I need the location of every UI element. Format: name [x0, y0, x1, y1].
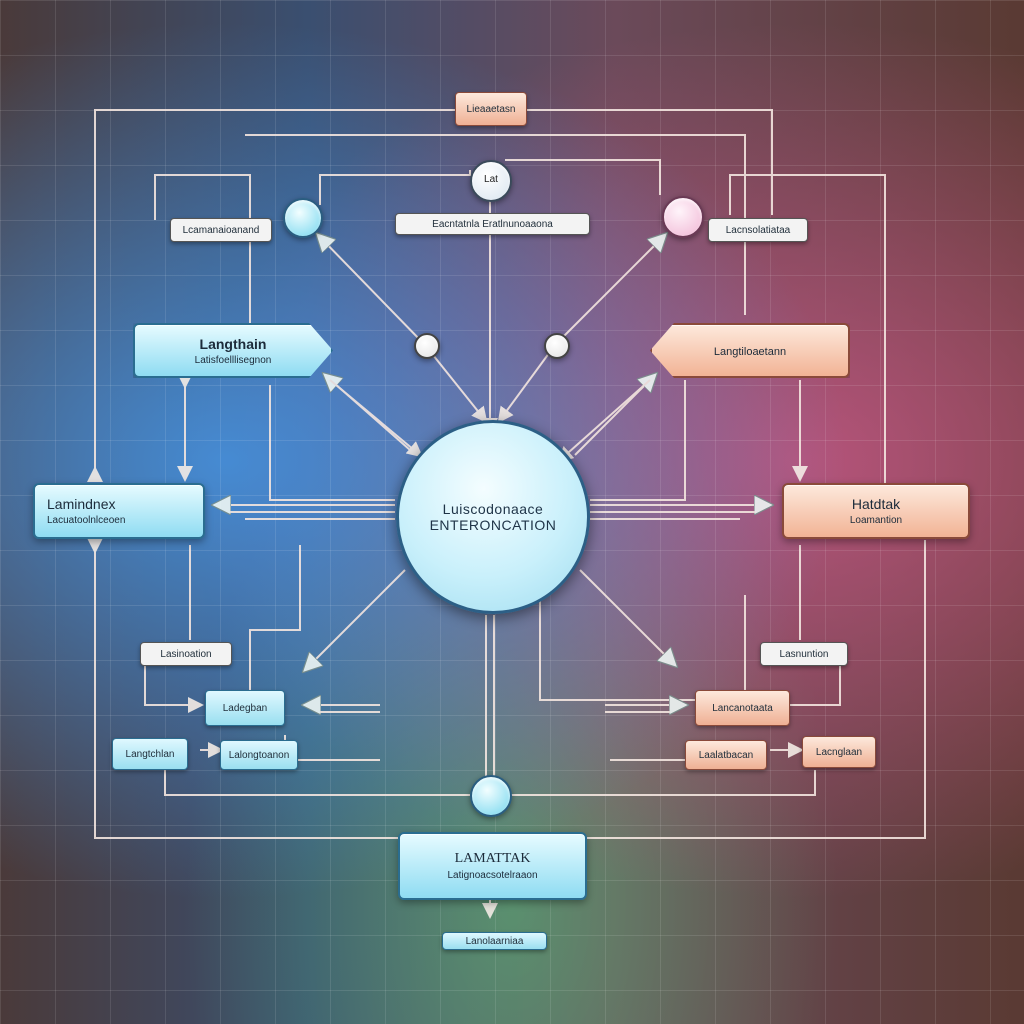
bottom-node[interactable] [470, 775, 512, 817]
central-node-line2: ENTERONCATION [429, 517, 557, 533]
lamindnex-title: Lamindnex [47, 496, 116, 512]
left-low-pill-2[interactable]: Lalongtoanon [220, 740, 298, 770]
langchain-subtitle: Latisfoelllisegnon [194, 354, 272, 366]
right-low-pill-1[interactable]: Laalatbacan [685, 740, 767, 770]
right-junction-node[interactable] [544, 333, 570, 359]
right-small-box[interactable]: Lancanotaata [695, 690, 790, 726]
lamindnex-subtitle: Lacuatoolnlceoen [47, 515, 126, 526]
center-label-pill[interactable]: Eacntatnla Eratlnunoaaona [395, 213, 590, 235]
hatdtak-box[interactable]: Hatdtak Loamantion [782, 483, 970, 539]
top-label-pill[interactable]: Lieaaetasn [455, 92, 527, 126]
lamatak-title: LAMATTAK [454, 851, 531, 866]
right-upper-node[interactable] [662, 196, 704, 238]
hatdtak-title: Hatdtak [851, 496, 901, 512]
left-upper-node[interactable] [283, 198, 323, 238]
lamatak-box[interactable]: LAMATTAK Latignoacsotelraaon [398, 832, 587, 900]
lamatak-subtitle: Latignoacsotelraaon [447, 870, 538, 881]
right-low-pill-2[interactable]: Lacnglaan [802, 736, 876, 768]
langchain-title: Langthain [199, 335, 267, 352]
right-mid-pill[interactable]: Lasnuntion [760, 642, 848, 666]
lamindnex-box[interactable]: Lamindnex Lacuatoolnlceoen [33, 483, 205, 539]
right-top-box[interactable]: Langtiloaetann [650, 323, 850, 378]
top-node-label: Lat [484, 174, 498, 185]
langchain-box[interactable]: Langthain Latisfoelllisegnon [133, 323, 333, 378]
left-small-box[interactable]: Ladegban [205, 690, 285, 726]
right-upper-pill[interactable]: Lacnsolatiataa [708, 218, 808, 242]
central-node[interactable]: Luiscodonaace ENTERONCATION [396, 420, 590, 614]
right-top-subtitle: Langtiloaetann [713, 346, 787, 358]
bottom-pill[interactable]: Lanolaarniaa [442, 932, 547, 950]
central-node-line1: Luiscodonaace [442, 501, 544, 517]
hatdtak-subtitle: Loamantion [849, 515, 903, 526]
top-node[interactable]: Lat [470, 160, 512, 202]
left-junction-node[interactable] [414, 333, 440, 359]
left-low-pill-1[interactable]: Langtchlan [112, 738, 188, 770]
left-upper-pill[interactable]: Lcamanaioanand [170, 218, 272, 242]
left-mid-pill[interactable]: Lasinoation [140, 642, 232, 666]
